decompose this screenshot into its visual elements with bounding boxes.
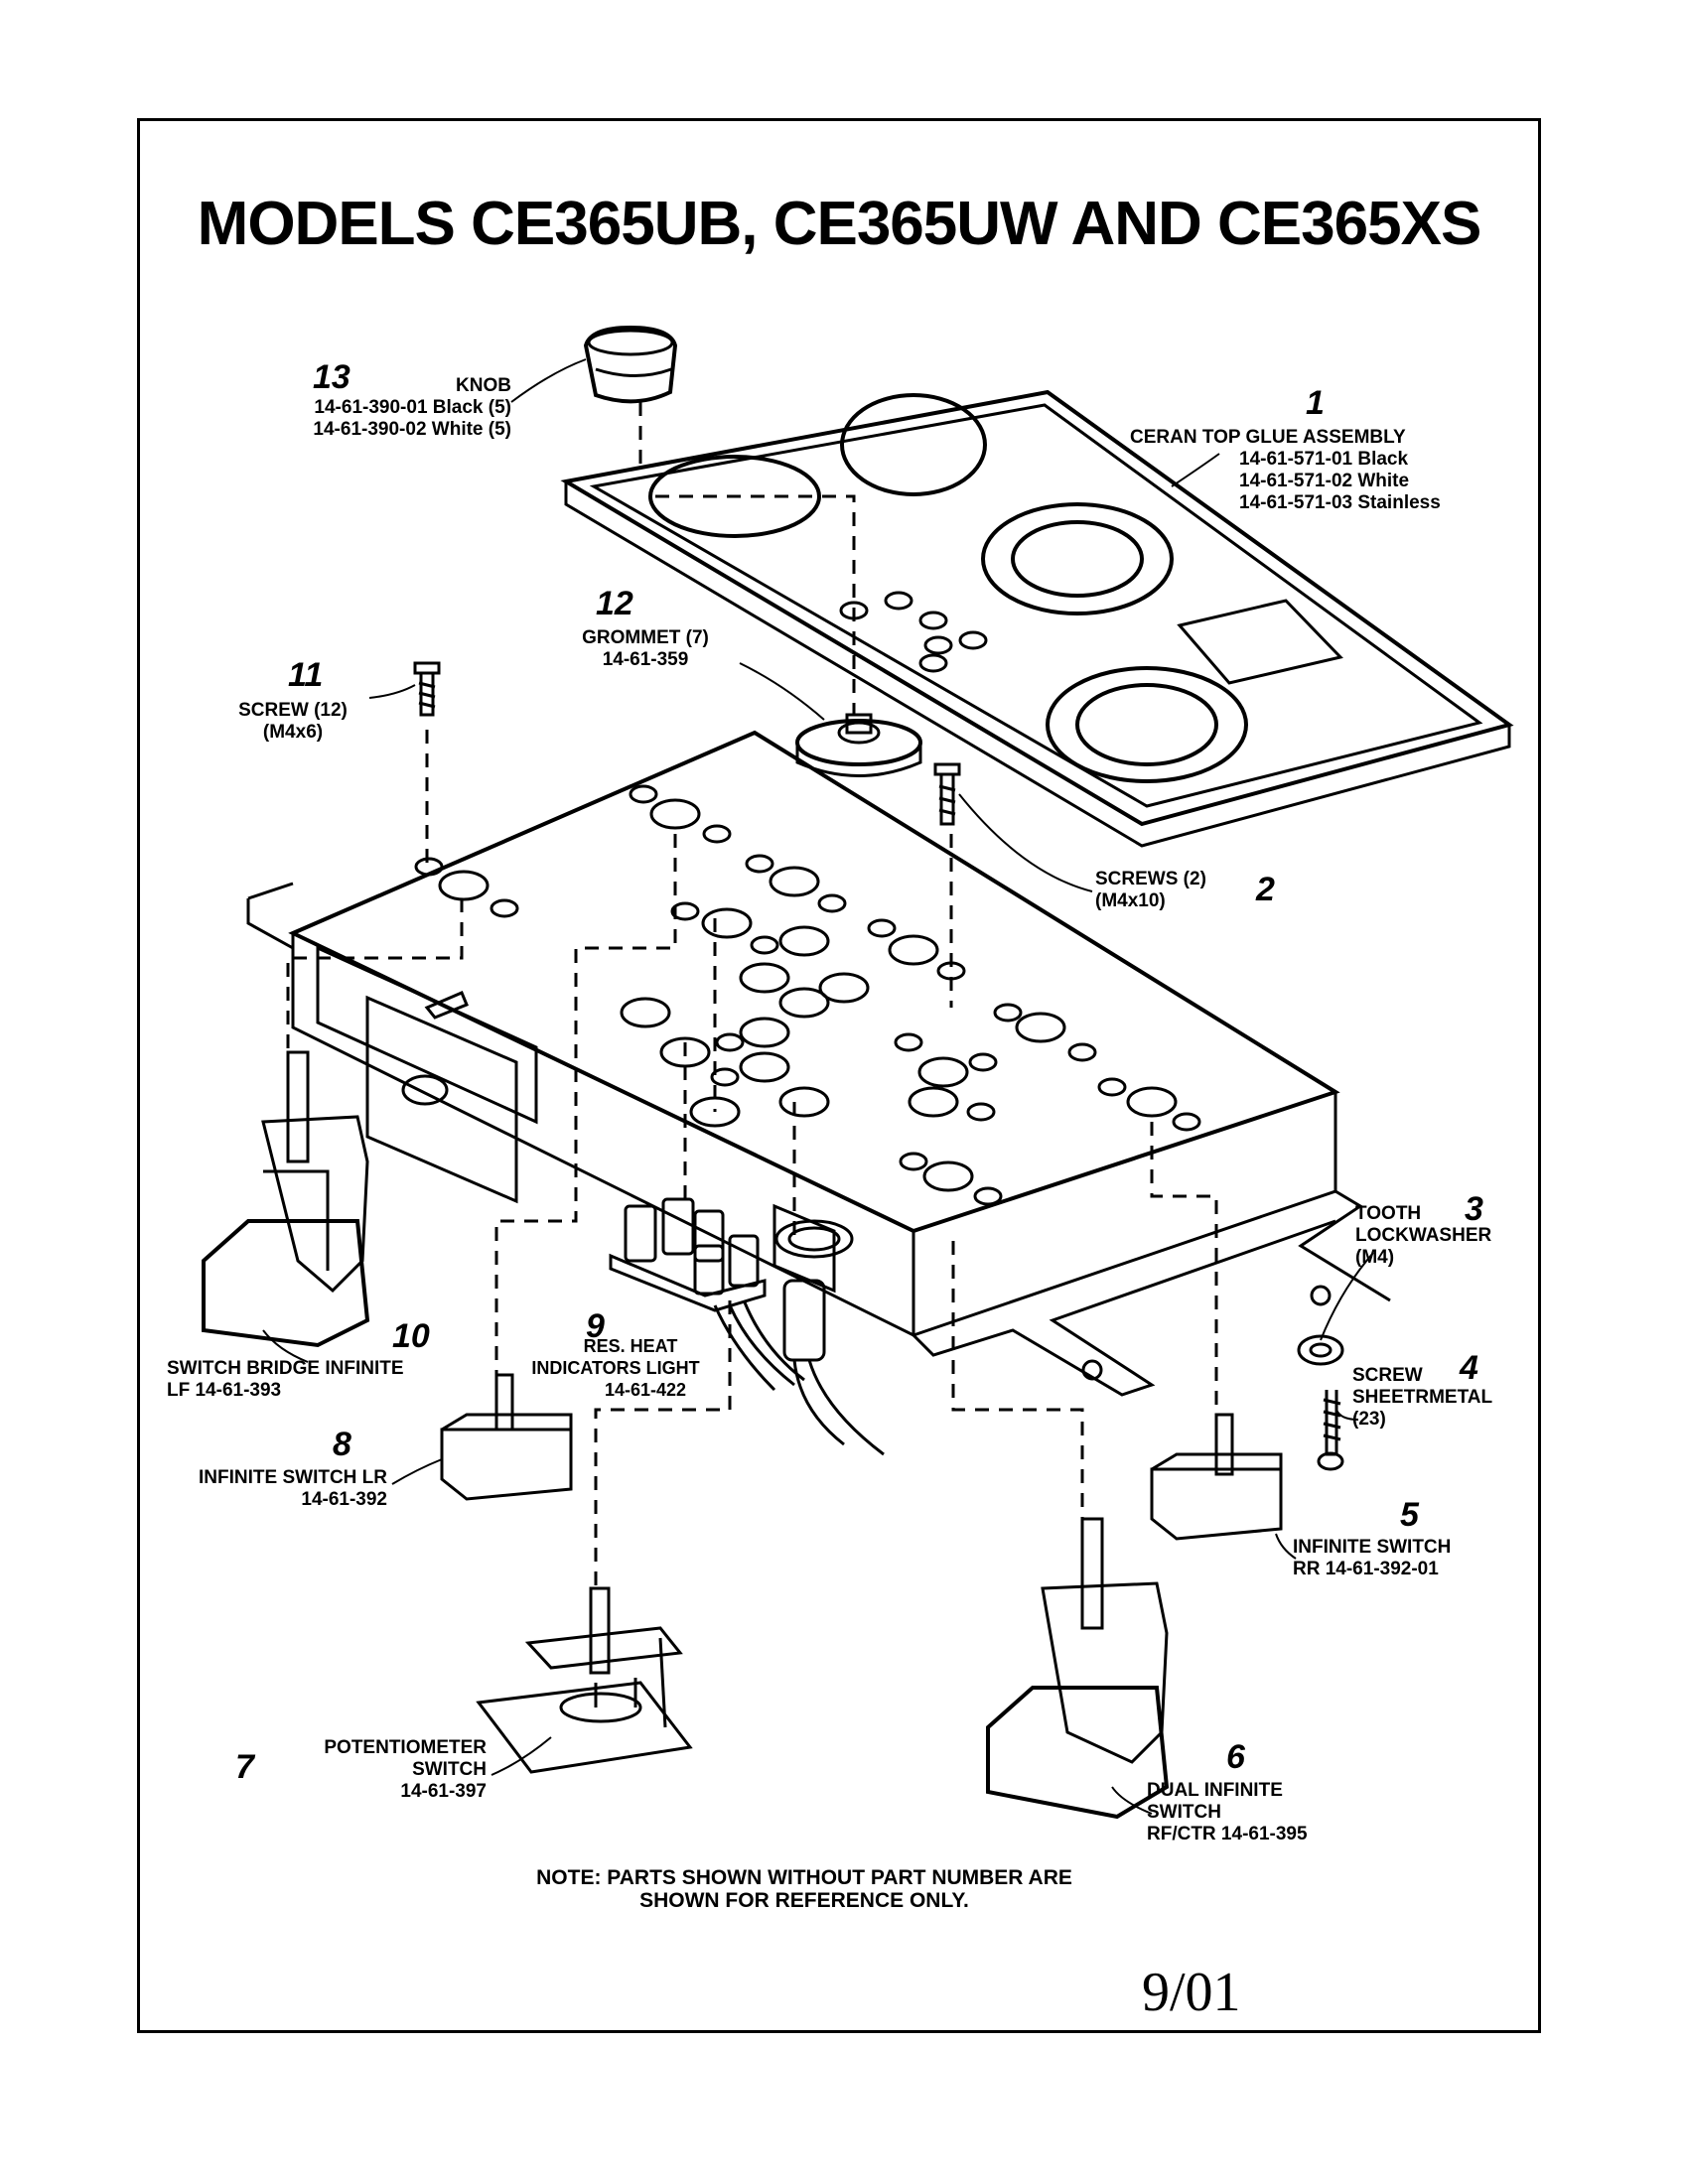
part-3-number: 3 xyxy=(1465,1190,1483,1228)
part-12-name: GROMMET (7) xyxy=(582,627,709,648)
revision-date: 9/01 xyxy=(1142,1962,1241,2023)
switch-bridge-infinite xyxy=(202,1050,370,1348)
grommet xyxy=(795,713,922,777)
page-title: MODELS CE365UB, CE365UW AND CE365XS xyxy=(197,190,1482,258)
page-border xyxy=(137,118,1541,2033)
part-10-label: SWITCH BRIDGE INFINITE LF 14-61-393 xyxy=(167,1358,404,1402)
indicator-lights-assembly xyxy=(609,1197,885,1456)
dual-infinite-switch xyxy=(986,1517,1170,1820)
part-5-name: INFINITE SWITCH xyxy=(1293,1537,1452,1558)
control-box-chassis xyxy=(246,730,1391,1397)
part-11-number: 11 xyxy=(288,656,324,694)
part-13-number: 13 xyxy=(313,358,351,396)
part-2-label: SCREWS (2) (M4x10) xyxy=(1095,869,1206,912)
part-13-number-white: 14-61-390-02 White (5) xyxy=(313,419,511,440)
part-12-part-number: 14-61-359 xyxy=(602,649,689,670)
reference-note: NOTE: PARTS SHOWN WITHOUT PART NUMBER AR… xyxy=(536,1866,1072,1912)
part-3-size: (M4) xyxy=(1355,1247,1395,1268)
infinite-switch-lr xyxy=(440,1373,573,1501)
part-2-number: 2 xyxy=(1256,871,1275,908)
part-1-number-black: 14-61-571-01 Black xyxy=(1239,449,1409,470)
part-7-name-line-2: SWITCH xyxy=(412,1759,487,1780)
part-13-label: KNOB 14-61-390-01 Black (5) 14-61-390-02… xyxy=(238,375,511,441)
part-1-label: CERAN TOP GLUE ASSEMBLY 14-61-571-01 Bla… xyxy=(1130,427,1441,514)
part-13-name: KNOB xyxy=(456,375,511,396)
part-11-name: SCREW (12) xyxy=(238,700,348,721)
part-3-name-line-2: LOCKWASHER xyxy=(1355,1225,1492,1246)
part-5-label: INFINITE SWITCH RR 14-61-392-01 xyxy=(1293,1537,1451,1580)
part-8-part-number: 14-61-392 xyxy=(301,1489,387,1510)
part-13-number-black: 14-61-390-01 Black (5) xyxy=(314,397,511,418)
part-6-name-line-2: SWITCH xyxy=(1147,1802,1221,1823)
part-5-part-number: RR 14-61-392-01 xyxy=(1293,1559,1439,1579)
part-2-size: (M4x10) xyxy=(1095,890,1166,911)
part-7-label: POTENTIOMETER SWITCH 14-61-397 xyxy=(278,1737,487,1803)
part-9-name-line-1: RES. HEAT xyxy=(583,1336,678,1356)
screw-m4x6 xyxy=(413,661,441,717)
part-10-name: SWITCH BRIDGE INFINITE xyxy=(167,1358,404,1379)
part-10-part-number: LF 14-61-393 xyxy=(167,1380,282,1401)
part-1-number-white: 14-61-571-02 White xyxy=(1239,471,1410,491)
ceran-top-glass xyxy=(560,389,1514,848)
part-6-label: DUAL INFINITE SWITCH RF/CTR 14-61-395 xyxy=(1147,1780,1308,1845)
part-3-label: TOOTH LOCKWASHER (M4) xyxy=(1355,1203,1491,1269)
part-9-label: RES. HEAT INDICATORS LIGHT 14-61-422 xyxy=(521,1335,710,1401)
knob xyxy=(583,325,678,404)
part-1-name: CERAN TOP GLUE ASSEMBLY xyxy=(1130,427,1406,448)
part-12-number: 12 xyxy=(596,585,633,622)
part-7-part-number: 14-61-397 xyxy=(400,1781,487,1802)
part-10-number: 10 xyxy=(392,1317,430,1355)
part-4-number: 4 xyxy=(1460,1349,1478,1387)
part-6-number: 6 xyxy=(1226,1738,1245,1776)
part-8-label: INFINITE SWITCH LR 14-61-392 xyxy=(149,1467,387,1511)
part-11-size: (M4x6) xyxy=(262,722,324,743)
part-11-label: SCREW (12) (M4x6) xyxy=(223,700,362,744)
part-5-number: 5 xyxy=(1400,1496,1419,1534)
tooth-lockwasher xyxy=(1297,1334,1344,1366)
sheetmetal-screw xyxy=(1317,1390,1344,1471)
part-6-name-line-1: DUAL INFINITE xyxy=(1147,1780,1283,1801)
infinite-switch-rr xyxy=(1150,1413,1283,1541)
part-9-part-number: 14-61-422 xyxy=(604,1380,687,1400)
callout-leaders xyxy=(262,358,1374,1815)
part-1-number: 1 xyxy=(1306,384,1325,422)
part-9-name-line-2: INDICATORS LIGHT xyxy=(531,1358,700,1378)
part-2-name: SCREWS (2) xyxy=(1095,869,1206,889)
part-1-number-stainless: 14-61-571-03 Stainless xyxy=(1239,492,1441,513)
part-4-quantity: (23) xyxy=(1352,1409,1386,1430)
part-7-name-line-1: POTENTIOMETER xyxy=(324,1737,487,1758)
part-8-name: INFINITE SWITCH LR xyxy=(199,1467,387,1488)
screw-m4x10 xyxy=(933,762,961,826)
potentiometer-switch xyxy=(476,1586,693,1774)
part-4-name-line-1: SCREW xyxy=(1352,1365,1423,1386)
part-4-name-line-2: SHEETRMETAL xyxy=(1352,1387,1493,1408)
part-6-part-number: RF/CTR 14-61-395 xyxy=(1147,1824,1308,1844)
exploded-view-dashed-lines xyxy=(286,402,1218,1588)
part-3-name-line-1: TOOTH xyxy=(1355,1203,1422,1224)
chassis-holes xyxy=(414,784,1201,1206)
part-9-number: 9 xyxy=(586,1307,605,1345)
part-7-number: 7 xyxy=(235,1748,254,1786)
part-4-label: SCREW SHEETRMETAL (23) xyxy=(1352,1365,1492,1431)
part-12-label: GROMMET (7) 14-61-359 xyxy=(556,627,735,671)
part-8-number: 8 xyxy=(333,1426,351,1463)
